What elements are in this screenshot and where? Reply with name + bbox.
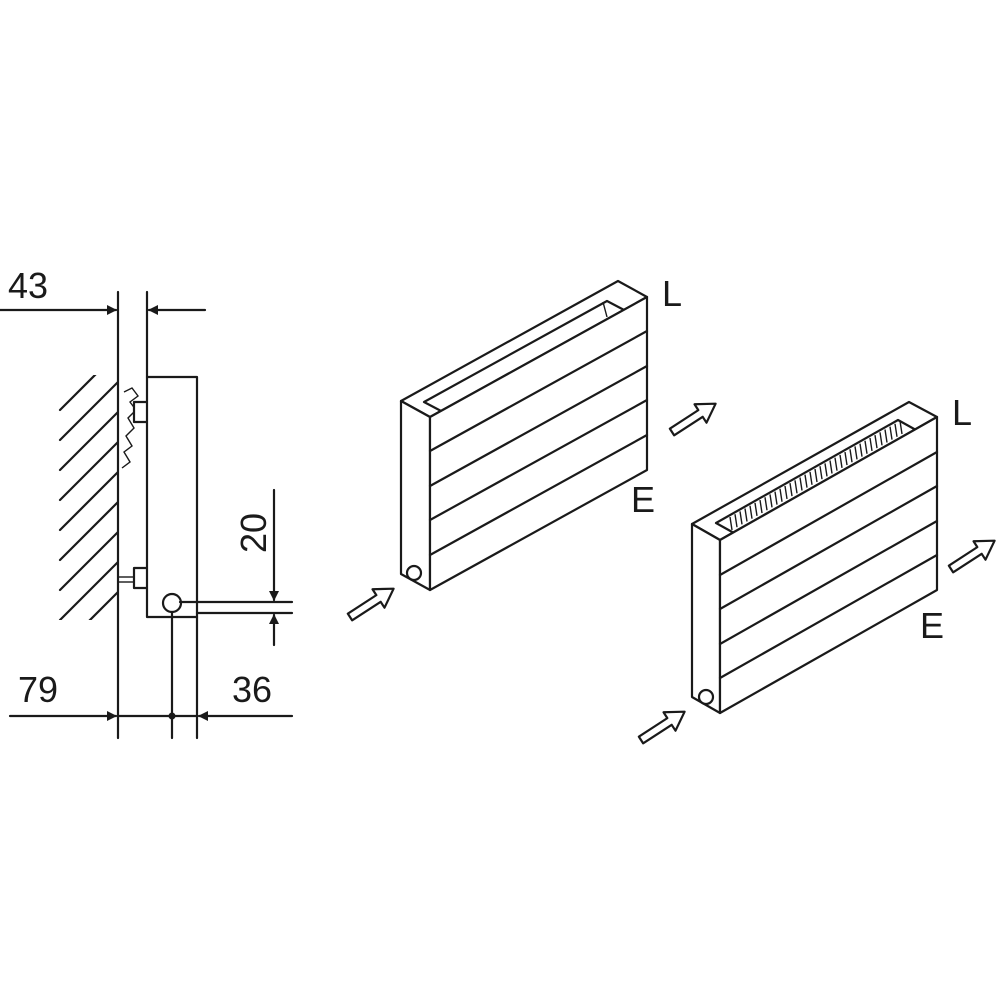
convector-fins <box>729 420 903 531</box>
side-face <box>399 399 432 592</box>
convector-fin <box>809 471 813 485</box>
convector-fin <box>889 426 893 440</box>
convector-fin <box>839 454 843 468</box>
flow-arrow-icon <box>947 539 996 574</box>
convector-fin <box>799 477 803 491</box>
label-L: L <box>662 273 682 314</box>
side-view: 43 20 79 36 <box>0 265 294 740</box>
convector-fin <box>819 466 823 480</box>
convector-fin <box>774 491 778 505</box>
label-L: L <box>952 392 972 433</box>
convector-fin <box>859 443 863 457</box>
convector-fin <box>829 460 833 474</box>
convector-fin <box>844 451 848 466</box>
hatched-wall <box>58 375 118 620</box>
convector-fin <box>769 494 773 508</box>
convector-fin <box>814 468 818 483</box>
side-face <box>690 522 722 715</box>
convector-fin <box>749 505 753 519</box>
convector-fin <box>824 463 828 477</box>
wall-bracket <box>121 387 139 469</box>
flow-arrow-icon <box>637 710 686 745</box>
convector-fin <box>854 446 858 460</box>
convector-fin <box>864 440 868 454</box>
front-face <box>718 415 939 715</box>
convector-fin <box>884 429 888 443</box>
dim-label-43: 43 <box>8 265 48 306</box>
convector-fin <box>834 457 838 471</box>
radiator-view-2: L E <box>637 392 996 745</box>
label-E: E <box>631 479 655 520</box>
convector-fin <box>764 497 768 511</box>
convector-fin <box>754 502 758 516</box>
dim-label-36: 36 <box>232 669 272 710</box>
convector-fin <box>804 474 808 488</box>
convector-fin <box>794 480 798 494</box>
convector-fin <box>789 483 793 497</box>
flow-arrow-icon <box>668 402 717 437</box>
convector-fin <box>874 435 878 449</box>
dim-label-20: 20 <box>233 513 274 553</box>
convector-fin <box>869 437 873 452</box>
flow-arrow-icon <box>346 587 395 622</box>
inlet-port <box>405 564 423 582</box>
convector-fin <box>759 499 763 514</box>
convector-fin <box>739 511 743 525</box>
convector-fin <box>899 420 903 435</box>
convector-fin <box>894 423 898 437</box>
convector-fin <box>879 432 883 446</box>
convector-fin <box>779 488 783 502</box>
dim-label-79: 79 <box>18 669 58 710</box>
radiator-side-profile <box>145 375 199 619</box>
convector-fin <box>849 449 853 463</box>
convector-fin <box>729 516 733 531</box>
radiator-view-1: L E <box>346 273 717 622</box>
convector-fin <box>744 508 748 522</box>
front-face <box>428 295 649 592</box>
inlet-port <box>697 688 715 706</box>
convector-fin <box>784 485 788 500</box>
label-E: E <box>920 605 944 646</box>
convector-fin <box>734 514 738 528</box>
